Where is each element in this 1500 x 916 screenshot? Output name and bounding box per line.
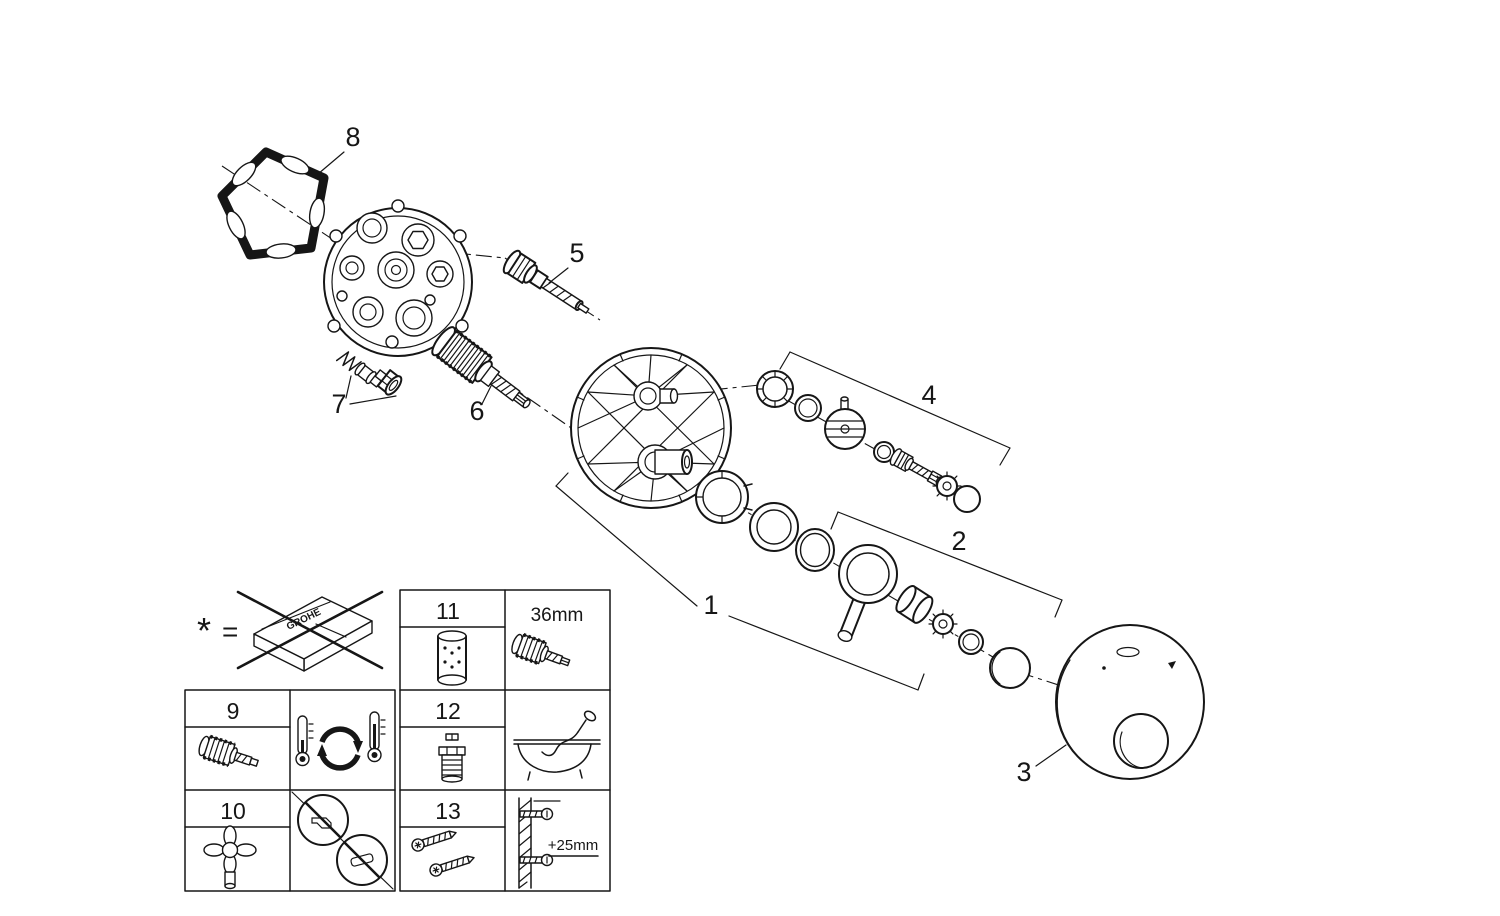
part-3-escutcheon-plate: 3 [1016, 624, 1205, 787]
part-1-fixing-ring-set: 1 [555, 470, 925, 691]
wall-screw [519, 853, 554, 867]
wrench-size-label: 36mm [531, 605, 584, 626]
hex-bolt [374, 369, 403, 396]
wall-screw [519, 807, 554, 821]
part-2-handle-assembly: 2 [830, 511, 1063, 689]
min-depth-label: +25mm [548, 837, 598, 854]
part-label-7: 7 [331, 389, 346, 419]
part-label-1: 1 [703, 590, 718, 620]
spare-parts-table-grid [184, 589, 611, 892]
spare-part-10-icon [203, 825, 257, 890]
plug [354, 362, 383, 388]
table-item-label-10: 10 [220, 798, 246, 824]
part-4-thermostat-parts: 4 [756, 351, 1011, 513]
temperature-adjust-icon [295, 711, 386, 771]
table-item-label-9: 9 [227, 698, 240, 724]
thermometer-hot-icon [367, 711, 386, 763]
legend-grease-note: * = GROHE [197, 590, 384, 672]
part-label-4: 4 [921, 380, 936, 410]
no-tools-icon [291, 791, 394, 890]
star-washer-teeth [928, 609, 958, 639]
part-label-8: 8 [345, 122, 360, 152]
part-label-3: 3 [1016, 757, 1031, 787]
table-item-label-12: 12 [435, 698, 461, 724]
thermometer-cold-icon [295, 715, 314, 767]
mounting-plate [570, 347, 732, 509]
spare-part-12-icon [438, 733, 466, 783]
part-8-gasket: 8 [217, 122, 361, 260]
asterisk-symbol: * [197, 610, 211, 651]
spring [335, 351, 362, 372]
wall-depth-icon: +25mm [518, 797, 599, 889]
table-item-label-11: 11 [436, 598, 460, 624]
part-label-6: 6 [469, 396, 484, 426]
wrench-size-part-icon [511, 633, 571, 667]
spare-part-9-icon [198, 734, 259, 768]
knurl-ticks [756, 370, 794, 408]
sleeve [895, 585, 934, 624]
part-label-5: 5 [569, 238, 584, 268]
plate-rim-ticks [576, 353, 726, 503]
part-5-cartridge: 5 [502, 238, 590, 314]
spare-part-13-icon [411, 830, 475, 877]
part-7-screw-set: 7 [331, 351, 403, 419]
equals-symbol: = [222, 616, 238, 647]
spare-part-11-icon [437, 630, 467, 686]
valve-body [323, 199, 473, 357]
part-6-thermostatic-cartridge: 6 [431, 326, 531, 426]
plate-spokes [577, 354, 725, 502]
part-label-2: 2 [951, 526, 966, 556]
table-item-label-13: 13 [435, 798, 461, 824]
cross-out-line [236, 590, 384, 670]
bathtub-icon [513, 710, 601, 781]
